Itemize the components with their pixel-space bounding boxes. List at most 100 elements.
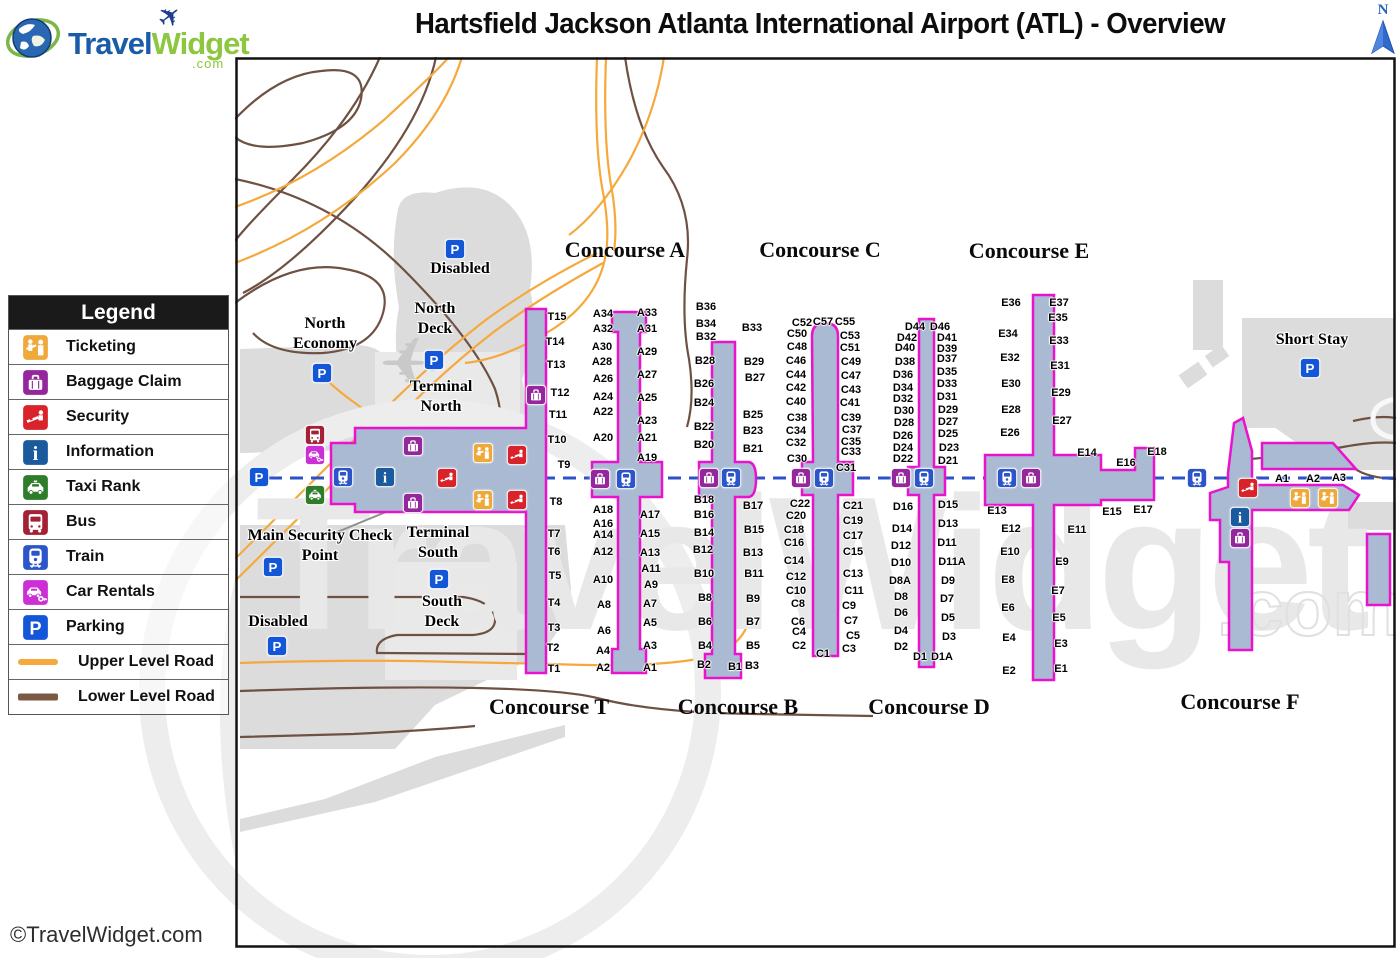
gate-label-B25: B25: [742, 409, 764, 421]
gate-label-B13: B13: [742, 547, 764, 559]
legend-item-ticketing: Ticketing: [9, 329, 228, 364]
page-title: Hartsfield Jackson Atlanta International…: [414, 8, 1226, 40]
svg-text:P: P: [451, 242, 460, 257]
travelwidget-logo: ✈ TravelWidget .com: [6, 0, 256, 76]
gate-label-D39: D39: [936, 343, 958, 355]
legend-item-label: Ticketing: [66, 338, 136, 355]
gate-label-T3: T3: [547, 622, 561, 634]
information-icon: i: [1230, 507, 1250, 527]
terminal-concourse-shapes: [329, 293, 1392, 682]
gate-label-B11: B11: [744, 568, 764, 580]
gate-label-C49: C49: [840, 356, 862, 368]
security-icon: [1238, 478, 1258, 498]
area-label-line: South: [417, 544, 459, 561]
airport-map-svg: ✈: [235, 57, 1396, 948]
legend-item-label: Taxi Rank: [66, 478, 141, 495]
gate-label-C47: C47: [840, 370, 862, 382]
gate-label-C18: C18: [783, 524, 805, 536]
gate-label-B17: B17: [742, 500, 764, 512]
gate-label-B28: B28: [694, 355, 716, 367]
svg-text:P: P: [29, 618, 41, 638]
gate-label-C5: C5: [845, 630, 861, 642]
gate-label-C13: C13: [842, 568, 864, 580]
gate-label-C10: C10: [785, 585, 807, 597]
area-label-line: North: [414, 300, 456, 317]
gate-label-A3: A3: [1331, 472, 1347, 484]
ticketing-icon: [1290, 488, 1310, 508]
gate-label-D25: D25: [937, 428, 959, 440]
gate-label-D6: D6: [893, 607, 909, 619]
gate-label-B9: B9: [745, 593, 761, 605]
gate-label-C2: C2: [791, 640, 807, 652]
gate-label-D13: D13: [937, 518, 959, 530]
area-label-line: North: [304, 315, 346, 332]
logo-travel: Travel: [68, 26, 153, 61]
parking-icon: P: [429, 569, 449, 589]
gate-label-C1: C1: [815, 648, 831, 660]
lower-level-roads: [235, 57, 1396, 739]
baggage-icon: [22, 368, 49, 396]
gate-label-D29: D29: [937, 404, 959, 416]
gate-label-B15: B15: [743, 524, 765, 536]
legend-item-label: Upper Level Road: [78, 653, 215, 670]
gate-label-B18: B18: [693, 494, 715, 506]
svg-text:P: P: [430, 353, 439, 368]
baggage-icon: [891, 468, 911, 488]
legend-item-label: Information: [66, 443, 154, 460]
gate-label-B26: B26: [693, 378, 715, 390]
gate-label-C3: C3: [841, 643, 857, 655]
ticketing-icon: [22, 333, 49, 361]
gate-label-E9: E9: [1055, 556, 1069, 568]
area-label-line: Economy: [293, 335, 357, 352]
gate-label-D30: D30: [893, 405, 915, 417]
car-rentals-icon: [22, 578, 49, 606]
gate-label-B12: B12: [692, 544, 714, 556]
gate-label-E33: E33: [1049, 335, 1069, 347]
ticketing-icon: [473, 443, 493, 463]
gate-label-E31: E31: [1050, 360, 1070, 372]
gate-label-D3: D3: [941, 631, 957, 643]
gate-label-E32: E32: [1000, 352, 1020, 364]
gate-label-B5: B5: [745, 640, 761, 652]
gate-label-C19: C19: [842, 515, 864, 527]
gate-label-A17: A17: [639, 509, 661, 521]
gate-label-D10: D10: [890, 557, 912, 569]
gate-label-E12: E12: [1001, 523, 1021, 535]
gate-label-B24: B24: [693, 397, 715, 409]
train-icon: [997, 468, 1017, 488]
gate-label-B27: B27: [744, 372, 766, 384]
gate-label-A11: A11: [641, 563, 661, 575]
gate-label-D38: D38: [894, 356, 916, 368]
gate-label-A33: A33: [636, 307, 658, 319]
gate-label-C21: C21: [842, 500, 864, 512]
gate-label-E17: E17: [1133, 504, 1153, 516]
gate-label-D32: D32: [892, 393, 914, 405]
baggage-icon: [403, 436, 423, 456]
train-icon: [721, 468, 741, 488]
gate-label-D28: D28: [893, 417, 915, 429]
gate-label-B6: B6: [697, 616, 713, 628]
parking-icon: P: [22, 613, 49, 641]
gate-label-B34: B34: [695, 318, 717, 330]
legend-item-taxi: Taxi Rank: [9, 469, 228, 504]
gate-label-A23: A23: [636, 415, 658, 427]
logo-wordmark: TravelWidget: [68, 26, 250, 62]
gate-label-E3: E3: [1054, 638, 1068, 650]
train-icon: [333, 467, 353, 487]
gate-label-E13: E13: [987, 505, 1007, 517]
gate-label-E15: E15: [1102, 506, 1122, 518]
gate-label-T10: T10: [547, 434, 567, 446]
gate-label-D14: D14: [891, 523, 913, 535]
gate-label-E14: E14: [1077, 447, 1097, 459]
gate-label-A19: A19: [636, 452, 658, 464]
gate-label-A10: A10: [592, 574, 614, 586]
title-concourse-f: Concourse F: [1180, 689, 1300, 714]
parking-icon: P: [249, 467, 269, 487]
gate-label-B10: B10: [693, 568, 715, 580]
gate-label-A22: A22: [592, 406, 614, 418]
